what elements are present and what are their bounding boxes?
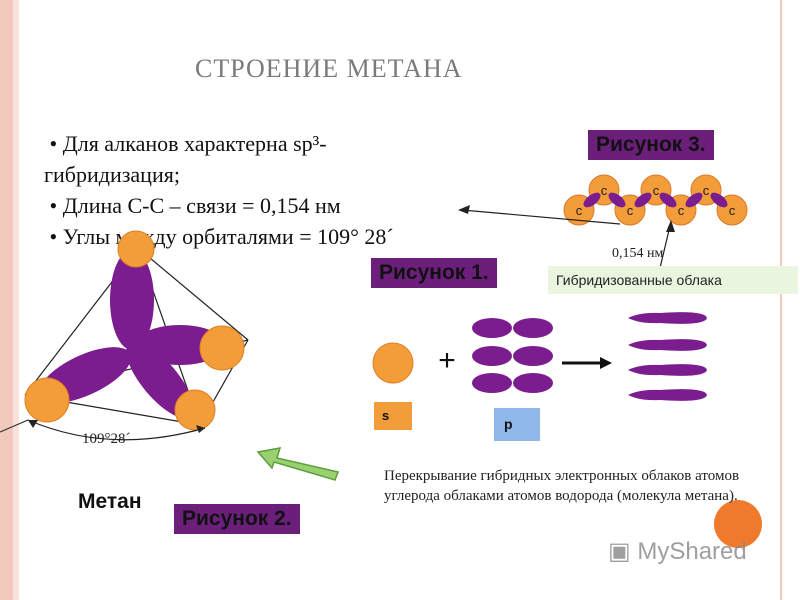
- chain-atom-c: c: [601, 183, 608, 198]
- watermark-logo: ▣ MyShared: [608, 538, 747, 565]
- hybrid-orbitals: [628, 312, 707, 401]
- plus-sign: +: [438, 344, 456, 377]
- h-orbital-decor: [714, 500, 762, 548]
- bullet-item-1: • Для алканов характерна sp³-: [44, 131, 327, 156]
- overlap-caption: Перекрывание гибридных электронных облак…: [384, 468, 740, 504]
- bullet-item-1-cont: гибридизация;: [44, 162, 180, 187]
- chain-atom-c: c: [703, 183, 710, 198]
- s-label: s: [374, 402, 412, 430]
- figure-1-label: Рисунок 1.: [371, 258, 497, 288]
- slide-title: СТРОЕНИЕ МЕТАНА: [195, 54, 463, 83]
- chain-atom-c: c: [576, 203, 583, 218]
- s-orbital: [372, 342, 414, 384]
- p-orbitals: [472, 318, 553, 393]
- chain-atom-c: c: [653, 183, 660, 198]
- methane-label: Метан: [78, 490, 142, 513]
- angle-label: 109°28´: [82, 431, 131, 447]
- chain-atom-c: c: [729, 203, 736, 218]
- angle-arc: [27, 419, 206, 441]
- figure-3-label: Рисунок 3.: [588, 130, 714, 160]
- bond-length-arrow: [461, 209, 621, 225]
- figure-2-label: Рисунок 2.: [174, 504, 300, 534]
- chain-atom-labels: c c c c c c c: [576, 183, 736, 218]
- h-orbital-left: [24, 377, 70, 423]
- chain-atom-c: c: [627, 203, 634, 218]
- right-decor-line: [780, 0, 782, 600]
- p-label: p: [494, 408, 540, 441]
- h-orbital-right: [199, 325, 245, 371]
- h-orbital-bottom: [174, 389, 216, 431]
- hybrid-clouds-label: Гибридизованные облака: [548, 266, 798, 294]
- left-decor-stripe: [0, 0, 13, 600]
- bullet-item-2: • Длина С-С – связи = 0,154 нм: [44, 193, 341, 218]
- h-orbital-top: [117, 230, 155, 268]
- green-arrow: [256, 447, 340, 481]
- hybrid-arrow: [659, 225, 671, 269]
- hydrogen-orbitals: [24, 230, 245, 431]
- watermark-icon: ▣: [608, 538, 638, 565]
- left-decor-stripe-light: [13, 0, 19, 600]
- bullet-item-3: • Углы между орбиталями = 109° 28´: [44, 224, 394, 249]
- chain-lobes: [583, 192, 728, 208]
- bond-length-label: 0,154 нм: [612, 246, 664, 261]
- chain-atom-c: c: [678, 203, 685, 218]
- bullet-list: • Для алканов характерна sp³- гибридизац…: [44, 128, 394, 252]
